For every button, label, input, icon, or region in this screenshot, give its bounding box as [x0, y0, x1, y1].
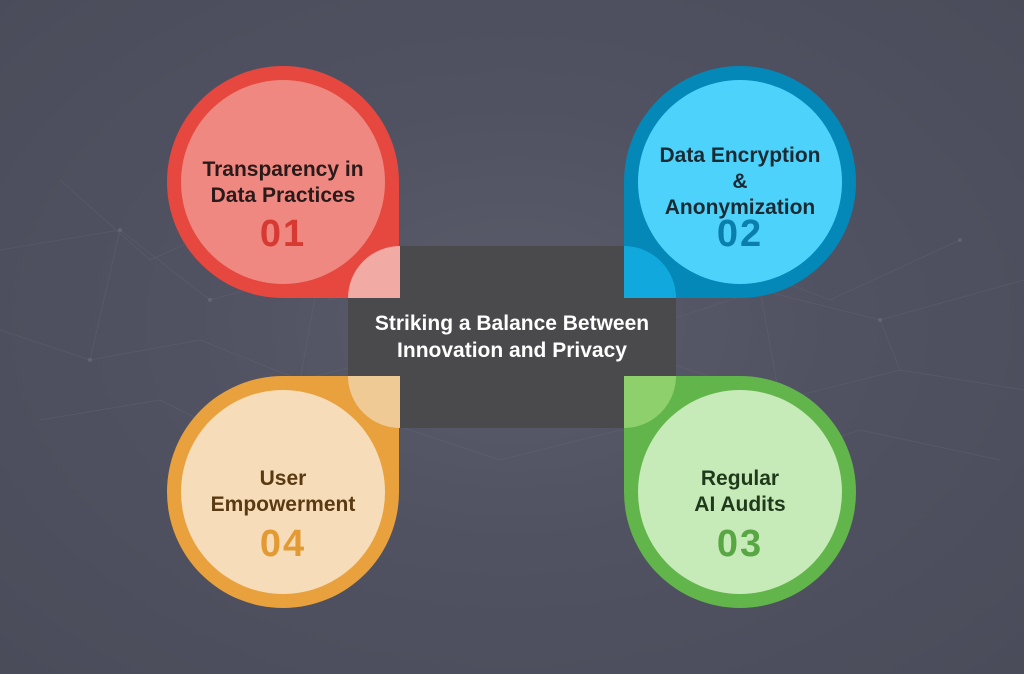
item-01: Transparency in Data Practices 01 [167, 66, 399, 298]
center-title-line-2: Innovation and Privacy [397, 339, 627, 362]
item-01-number: 01 [259, 213, 307, 255]
item-02-title-line-1: Data Encryption [659, 144, 821, 167]
item-01-circle: Transparency in Data Practices 01 [181, 80, 385, 284]
item-03-number: 03 [716, 523, 764, 565]
item-03-circle: Regular AI Audits 03 [638, 390, 842, 594]
item-04-number: 04 [259, 523, 307, 565]
item-04: User Empowerment 04 [167, 376, 399, 608]
item-01-title: Transparency in Data Practices [202, 157, 363, 209]
item-02-title: Data Encryption & Anonymization [659, 143, 820, 221]
item-04-title: User Empowerment [211, 466, 356, 518]
center-title: Striking a Balance Between Innovation an… [348, 246, 676, 428]
item-04-title-line-1: User [259, 467, 307, 490]
item-03-title-line-1: Regular [700, 467, 780, 490]
item-01-title-line-2: Data Practices [210, 184, 356, 207]
item-02-circle: Data Encryption & Anonymization 02 [638, 80, 842, 284]
item-02-title-line-3: Anonymization [664, 196, 816, 219]
item-03-title: Regular AI Audits [694, 466, 785, 518]
item-03: Regular AI Audits 03 [624, 376, 856, 608]
item-02: Data Encryption & Anonymization 02 [624, 66, 856, 298]
item-02-title-line-2: & [732, 170, 748, 193]
center-title-line-1: Striking a Balance Between [374, 312, 650, 335]
item-02-number: 02 [716, 213, 764, 255]
item-03-title-line-2: AI Audits [694, 493, 786, 516]
item-04-title-line-2: Empowerment [210, 493, 356, 516]
item-04-circle: User Empowerment 04 [181, 390, 385, 594]
item-01-title-line-1: Transparency in [202, 158, 364, 181]
